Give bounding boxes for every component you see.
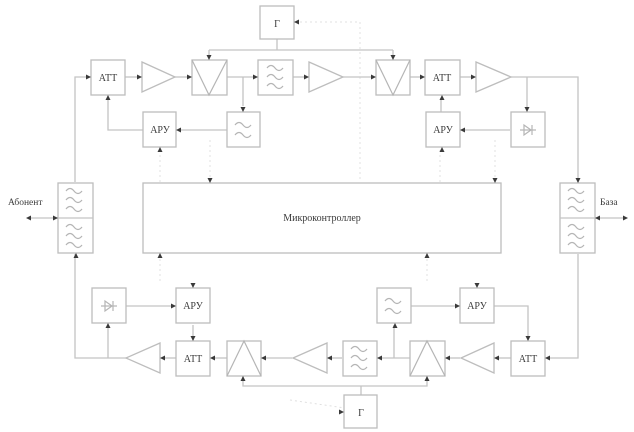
agc-block: АРУ xyxy=(459,287,495,324)
generator-label: Г xyxy=(358,408,364,419)
mixer-block xyxy=(226,339,262,377)
microcontroller-block: Микроконтроллер xyxy=(142,182,502,254)
base-label: База xyxy=(600,198,618,208)
base-port: База xyxy=(595,198,628,221)
lowpass-filter-icon xyxy=(226,111,261,148)
attenuator-block: АТТ xyxy=(90,59,126,96)
mixer-block xyxy=(191,59,228,97)
agc-label: АРУ xyxy=(467,301,488,312)
agc-label: АРУ xyxy=(183,301,204,312)
detector-icon xyxy=(510,111,546,148)
generator-block: Г xyxy=(259,5,295,40)
uplink-chain: АТТ АТТ Г АРУ xyxy=(90,5,546,148)
subscriber-label: Абонент xyxy=(8,197,43,208)
generator-label: Г xyxy=(274,19,280,30)
amplifier-icon xyxy=(124,342,161,374)
duplexer-base xyxy=(559,182,596,254)
attenuator-block: АТТ xyxy=(510,340,546,377)
agc-label: АРУ xyxy=(150,125,171,136)
uplink-connections xyxy=(74,38,579,182)
attenuator-label: АТТ xyxy=(184,354,203,365)
agc-block: АРУ xyxy=(142,111,177,148)
subscriber-port: Абонент xyxy=(8,197,58,221)
amplifier-icon xyxy=(141,60,177,94)
agc-label: АРУ xyxy=(433,125,454,136)
attenuator-label: АТТ xyxy=(519,354,538,365)
generator-block: Г xyxy=(343,394,378,429)
mixer-block xyxy=(409,339,446,377)
lowpass-filter-icon xyxy=(376,287,412,324)
mixer-block xyxy=(375,59,411,97)
attenuator-label: АТТ xyxy=(433,73,452,84)
amplifier-icon xyxy=(308,61,345,93)
detector-icon xyxy=(91,287,127,324)
amplifier-icon xyxy=(475,61,513,93)
attenuator-block: АТТ xyxy=(424,59,461,96)
bandpass-filter-icon xyxy=(342,340,378,377)
attenuator-label: АТТ xyxy=(99,73,118,84)
attenuator-block: АТТ xyxy=(175,340,211,377)
bandpass-filter-icon xyxy=(257,59,294,96)
microcontroller-label: Микроконтроллер xyxy=(283,213,361,224)
downlink-connections xyxy=(74,254,579,395)
agc-block: АРУ xyxy=(175,287,211,324)
control-lines xyxy=(159,21,496,409)
downlink-chain: АРУ АТТ АТТ АРУ xyxy=(91,287,546,429)
duplexer-subscriber xyxy=(57,182,94,254)
amplifier-icon xyxy=(459,341,495,375)
amplifier-icon xyxy=(291,342,328,374)
agc-block: АРУ xyxy=(425,111,461,148)
arrowheads xyxy=(73,19,581,415)
